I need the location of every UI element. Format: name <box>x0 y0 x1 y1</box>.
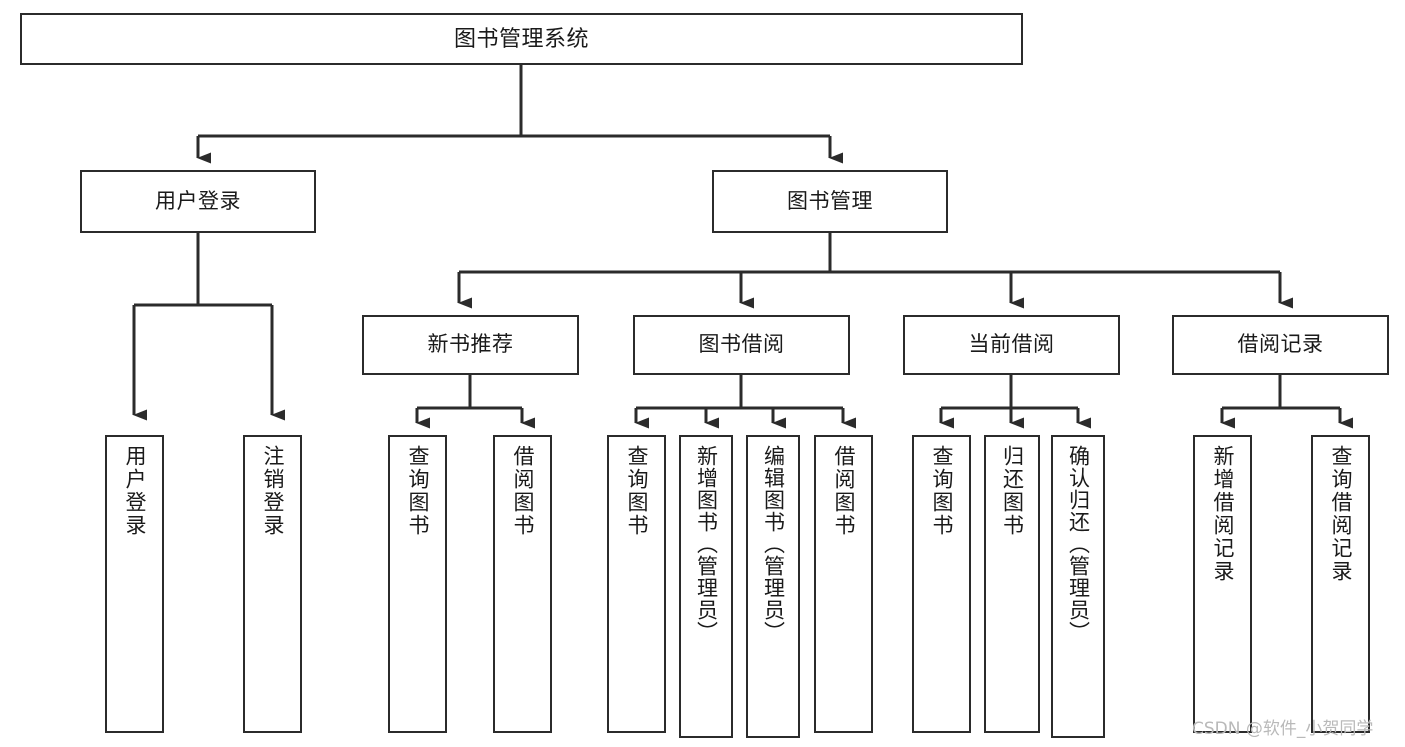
node-leaf-edit-book[interactable]: 编辑图书（管理员） <box>746 435 800 738</box>
node-root-label: 图书管理系统 <box>453 25 589 51</box>
node-leaf-return-book-label: 归还图书 <box>1000 445 1024 537</box>
node-new-book-rec[interactable]: 新书推荐 <box>362 315 579 375</box>
node-leaf-add-book[interactable]: 新增图书（管理员） <box>679 435 733 738</box>
node-leaf-return-book[interactable]: 归还图书 <box>984 435 1040 733</box>
node-leaf-add-record-label: 新增借阅记录 <box>1211 445 1234 583</box>
node-leaf-confirm-return-label: 确认归还（管理员） <box>1066 445 1090 643</box>
node-leaf-query-book-3[interactable]: 查询图书 <box>912 435 971 733</box>
node-current-borrow-label: 当前借阅 <box>968 333 1055 357</box>
node-leaf-borrow-book-1[interactable]: 借阅图书 <box>493 435 552 733</box>
node-leaf-query-book-3-label: 查询图书 <box>930 445 953 537</box>
node-borrow-record-label: 借阅记录 <box>1237 333 1324 357</box>
node-leaf-query-record-label: 查询借阅记录 <box>1329 445 1352 583</box>
node-leaf-logout-label: 注销登录 <box>261 445 284 537</box>
node-leaf-add-book-label: 新增图书（管理员） <box>694 445 718 643</box>
node-user-login[interactable]: 用户登录 <box>80 170 316 233</box>
csdn-watermark: CSDN @软件_小贺同学 <box>1192 719 1374 739</box>
node-leaf-logout[interactable]: 注销登录 <box>243 435 302 733</box>
node-book-manage[interactable]: 图书管理 <box>712 170 948 233</box>
node-book-borrow-label: 图书借阅 <box>698 333 785 357</box>
node-leaf-edit-book-label: 编辑图书（管理员） <box>761 445 785 643</box>
node-user-login-label: 用户登录 <box>155 189 241 213</box>
node-leaf-query-book-2[interactable]: 查询图书 <box>607 435 666 733</box>
node-leaf-user-login[interactable]: 用户登录 <box>105 435 164 733</box>
node-leaf-confirm-return[interactable]: 确认归还（管理员） <box>1051 435 1105 738</box>
node-leaf-borrow-book-1-label: 借阅图书 <box>511 445 534 537</box>
node-leaf-add-record[interactable]: 新增借阅记录 <box>1193 435 1252 733</box>
node-leaf-query-record[interactable]: 查询借阅记录 <box>1311 435 1370 733</box>
node-leaf-borrow-book-2[interactable]: 借阅图书 <box>814 435 873 733</box>
node-leaf-query-book-1-label: 查询图书 <box>406 445 429 537</box>
node-book-manage-label: 图书管理 <box>787 189 873 213</box>
node-borrow-record[interactable]: 借阅记录 <box>1172 315 1389 375</box>
node-new-book-rec-label: 新书推荐 <box>427 333 514 357</box>
node-current-borrow[interactable]: 当前借阅 <box>903 315 1120 375</box>
node-leaf-user-login-label: 用户登录 <box>123 445 146 537</box>
node-leaf-query-book-1[interactable]: 查询图书 <box>388 435 447 733</box>
node-book-borrow[interactable]: 图书借阅 <box>633 315 850 375</box>
node-leaf-borrow-book-2-label: 借阅图书 <box>832 445 855 537</box>
node-root[interactable]: 图书管理系统 <box>20 13 1023 65</box>
node-leaf-query-book-2-label: 查询图书 <box>625 445 648 537</box>
